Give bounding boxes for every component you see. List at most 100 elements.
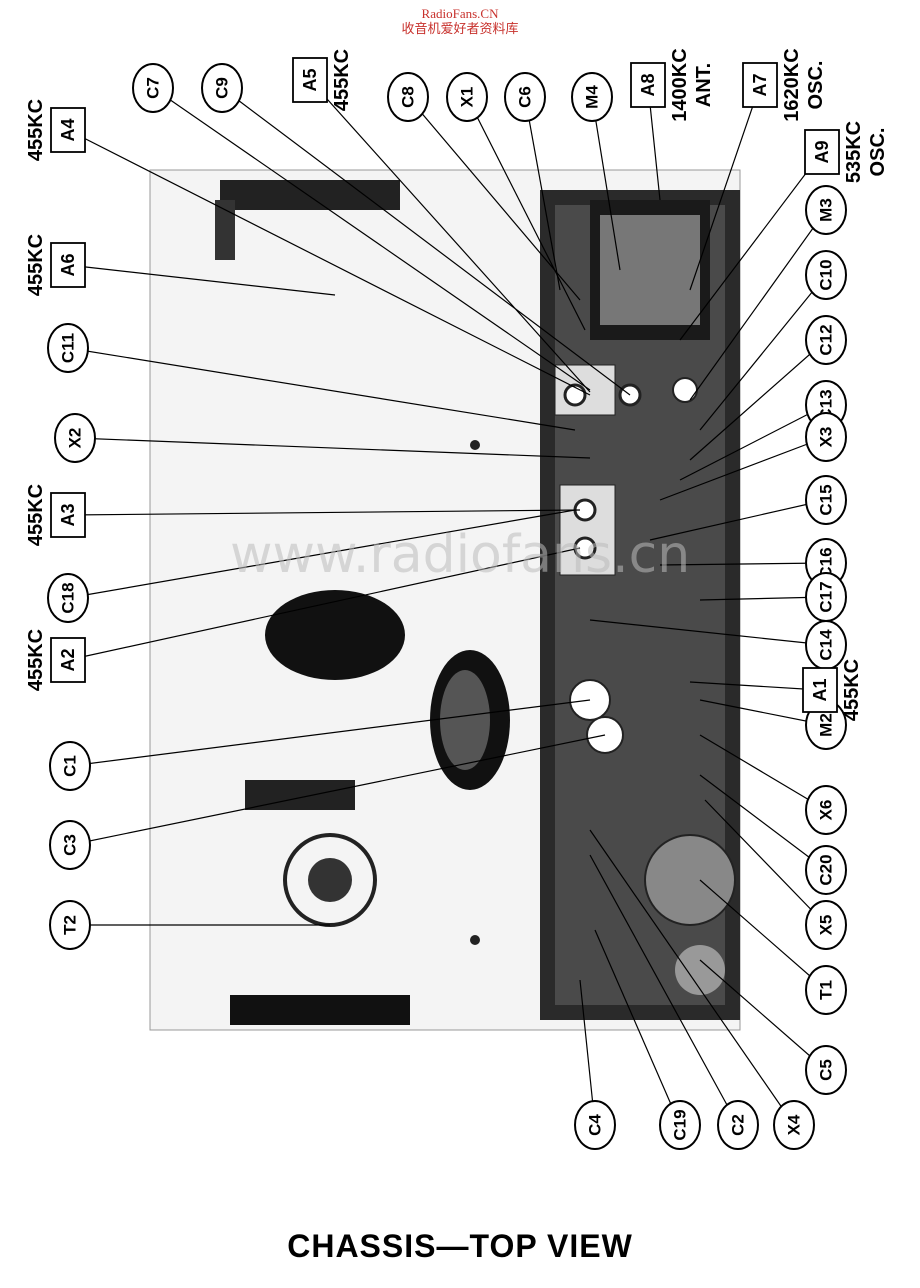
label-circle [805,785,847,835]
label-c5: C5 [805,1045,847,1095]
watermark-subtitle: 收音机爱好者资料库 [401,21,519,36]
label-text: C6 [516,86,535,108]
label-x1: X1 [446,72,488,122]
leader-c16 [659,562,827,566]
label-text: C8 [399,86,418,108]
label-circle [49,741,91,791]
label-text: M2 [817,713,836,737]
label-text: M4 [583,85,602,109]
label-box [50,107,86,153]
label-c19: C19 [659,1100,701,1150]
label-text: C4 [586,1114,605,1136]
leader-lines [67,79,827,1126]
leader-m2 [699,699,827,726]
leader-a9 [679,151,823,341]
freq-text: OSC. [805,61,827,110]
leader-x5 [704,799,827,926]
leader-c6 [524,96,561,291]
freq-text: 455KC [841,659,863,721]
leader-c19 [594,929,681,1126]
label-text: C20 [817,854,836,885]
label-c2: C2 [717,1100,759,1150]
leader-t1 [699,879,827,991]
freq-text: 1400KC [669,48,691,121]
leader-a1 [689,681,821,691]
label-text: C5 [817,1059,836,1081]
leader-c2 [589,854,739,1126]
label-text: A1 [810,678,830,701]
label-text: A7 [750,73,770,96]
leader-x6 [699,734,827,811]
watermark-center: www.radiofans.cn [230,525,691,585]
freq-text: ANT. [693,63,715,107]
label-box [802,667,838,713]
leader-a6 [67,264,336,296]
leader-c12 [689,339,827,461]
label-text: C3 [61,834,80,856]
label-c4: C4 [574,1100,616,1150]
label-text: A2 [58,648,78,671]
label-x2: X2 [54,413,96,463]
label-circle [571,72,613,122]
leader-a2 [67,547,581,661]
leader-c17 [699,596,827,601]
label-circle [805,965,847,1015]
label-text: X5 [817,915,836,936]
label-box [742,62,778,108]
label-text: X4 [785,1114,804,1135]
label-text: X6 [817,800,836,821]
watermark-header: RadioFans.CN 收音机爱好者资料库 [0,6,920,36]
label-c14: C14 [805,620,847,670]
leader-a4 [67,129,591,396]
leader-c20 [699,774,827,871]
diagram-caption: CHASSIS—TOP VIEW [287,1228,633,1264]
leader-x2 [74,437,591,459]
leader-c13 [679,404,827,481]
label-text: A8 [638,73,658,96]
label-circle [805,900,847,950]
label-text: C1 [61,755,80,777]
label-circle [54,413,96,463]
label-circle [574,1100,616,1150]
label-c7: C7 [132,63,174,113]
leader-a5 [309,79,591,393]
label-c6: C6 [504,72,546,122]
label-circle [49,900,91,950]
leader-m4 [591,96,621,271]
label-text: C18 [59,582,78,613]
label-circle [504,72,546,122]
label-text: C17 [817,581,836,612]
freq-text: 455KC [25,99,47,161]
label-text: C11 [59,333,78,363]
label-x6: X6 [805,785,847,835]
leader-x1 [466,96,586,331]
label-x3: X3 [805,412,847,462]
leader-c5 [699,959,827,1071]
leader-c8 [407,96,581,301]
label-circle [805,845,847,895]
label-circle [805,475,847,525]
leader-x3 [659,436,827,501]
label-circle [805,185,847,235]
label-m2: M2 [805,700,847,750]
label-box [804,129,840,175]
label-circle [805,315,847,365]
label-box [50,637,86,683]
label-text: A3 [58,503,78,526]
label-c10: C10 [805,250,847,300]
label-c3: C3 [49,820,91,870]
leader-c3 [69,734,606,846]
label-circle [47,323,89,373]
label-circle [49,820,91,870]
label-t2: T2 [49,900,91,950]
leader-a3 [67,509,581,516]
label-a2: A2 455KC [25,629,86,691]
freq-text: 455KC [25,629,47,691]
label-c9: C9 [201,63,243,113]
label-m4: M4 [571,72,613,122]
label-c17: C17 [805,572,847,622]
label-c8: C8 [387,72,429,122]
